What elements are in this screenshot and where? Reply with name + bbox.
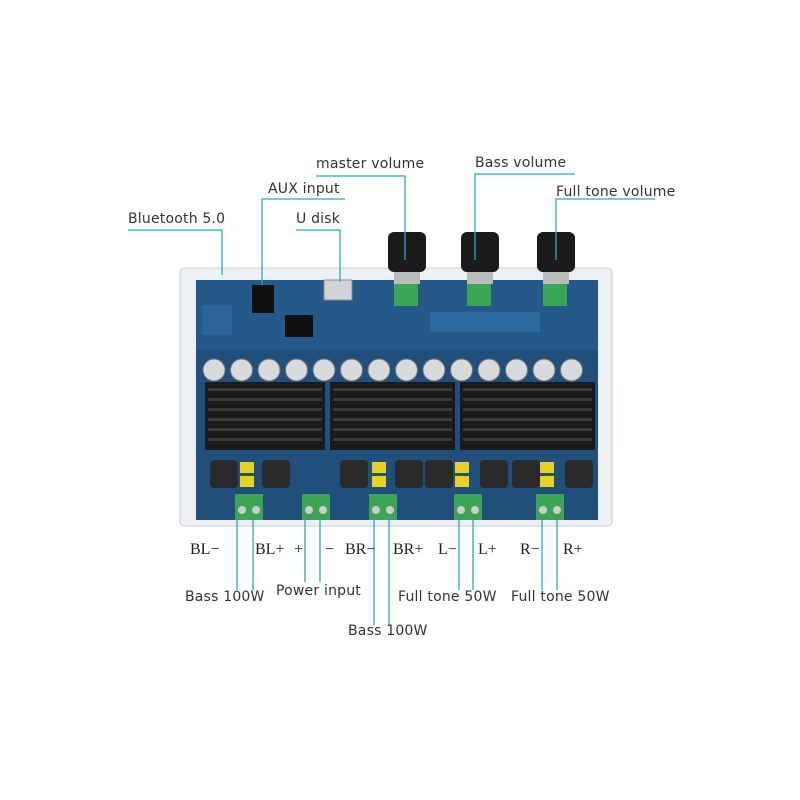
capacitor [312, 358, 336, 382]
capacitor [505, 358, 528, 382]
label-full-tone-50w-right: Full tone 50W [511, 589, 610, 605]
yellow-capacitor [240, 476, 254, 487]
heatsink [330, 382, 455, 450]
full-tone-volume-knob [537, 232, 575, 306]
label-full-tone-50w-left: Full tone 50W [398, 589, 497, 605]
capacitor [477, 358, 501, 382]
master-volume-knob [388, 232, 426, 306]
terminal-blocks [235, 494, 564, 520]
terminal-l-plus: L+ [478, 541, 497, 558]
heatsinks [205, 382, 595, 450]
capacitor [285, 358, 308, 382]
bass-volume-knob [461, 232, 499, 306]
terminal-bl-plus: BL+ [255, 541, 285, 558]
inductor [395, 460, 423, 488]
capacitor [395, 358, 418, 382]
capacitor [560, 358, 583, 382]
yellow-capacitor [372, 462, 386, 473]
aux-jack [252, 285, 274, 313]
label-aux-input: AUX input [268, 181, 340, 197]
terminal-power-plus: + [294, 541, 304, 558]
heatsink [205, 382, 325, 450]
capacitor [202, 358, 226, 382]
terminal-br-minus: BR− [345, 541, 376, 558]
leader-lines [128, 173, 655, 625]
capacitor [450, 358, 473, 382]
capacitor [532, 358, 556, 382]
terminal-block [536, 494, 564, 520]
label-bass-100w-right: Bass 100W [348, 623, 428, 639]
inductor [565, 460, 593, 488]
yellow-capacitor [455, 462, 469, 473]
knobs [388, 232, 575, 306]
terminal-block [235, 494, 263, 520]
terminal-block [369, 494, 397, 520]
capacitor [367, 358, 391, 382]
capacitor [422, 358, 446, 382]
terminal-power-minus: − [325, 541, 335, 558]
terminal-r-plus: R+ [563, 541, 583, 558]
label-power-input: Power input [276, 583, 361, 599]
heatsink [460, 382, 595, 450]
inductor [480, 460, 508, 488]
inductor [512, 460, 540, 488]
terminal-bl-minus: BL− [190, 541, 220, 558]
label-u-disk: U disk [296, 211, 341, 227]
terminal-block [302, 494, 330, 520]
inductor [210, 460, 238, 488]
yellow-capacitor [455, 476, 469, 487]
usb-port [323, 279, 353, 301]
terminal-br-plus: BR+ [393, 541, 424, 558]
inductor [340, 460, 368, 488]
label-bass-volume: Bass volume [475, 155, 567, 171]
inductor [425, 460, 453, 488]
yellow-capacitor [372, 476, 386, 487]
terminal-l-minus: L− [438, 541, 457, 558]
label-bass-100w-left: Bass 100W [185, 589, 265, 605]
capacitors [202, 358, 583, 382]
inductor [262, 460, 290, 488]
capacitor [230, 358, 253, 382]
yellow-capacitor [540, 476, 554, 487]
label-master-volume: master volume [316, 156, 425, 172]
yellow-capacitor [540, 462, 554, 473]
bluetooth-module [202, 305, 232, 335]
terminal-block [454, 494, 482, 520]
capacitor [340, 358, 363, 382]
label-bluetooth: Bluetooth 5.0 [128, 211, 226, 227]
label-full-tone-volume: Full tone volume [556, 184, 676, 200]
capacitor [257, 358, 281, 382]
terminal-r-minus: R− [520, 541, 540, 558]
yellow-capacitor [240, 462, 254, 473]
